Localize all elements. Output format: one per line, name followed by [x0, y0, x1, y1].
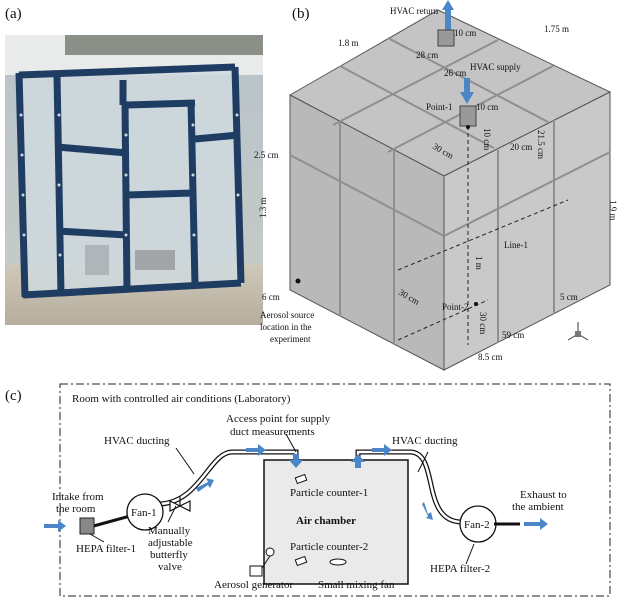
aerosol-generator-label: Aerosol generator [214, 579, 293, 591]
intake-label-2: the room [56, 503, 96, 515]
aerosol-generator-icon [249, 565, 263, 577]
dim-20: 20 cm [510, 142, 532, 152]
hvac-duct-left-label: HVAC ducting [104, 435, 170, 447]
room-label: Room with controlled air conditions (Lab… [72, 393, 291, 405]
particle-counter-1-label: Particle counter-1 [290, 487, 368, 499]
dim-1m: 1 m [474, 256, 484, 270]
chamber-3d-model: HVAC return 1.8 m 1.75 m 10 cm 28 cm 26 … [254, 0, 618, 371]
hepa-filter-1 [79, 517, 95, 535]
setup-schematic: Room with controlled air conditions (Lab… [44, 383, 611, 597]
butterfly-valve [169, 496, 191, 512]
dim-1-75: 1.75 m [544, 24, 569, 34]
flow-arrow-right-duct [422, 502, 433, 520]
panel-label-b: (b) [292, 6, 310, 22]
valve-label-4: valve [158, 561, 182, 573]
hvac-return-label: HVAC return [390, 6, 439, 16]
dim-1-3: 1.3 m [258, 197, 268, 218]
flow-arrow-return-up [351, 454, 365, 468]
flow-arrow-intake [44, 520, 66, 532]
aerosol-source-label-2: location in the [260, 322, 312, 332]
fan-2-label: Fan-2 [464, 519, 490, 531]
point-1-label: Point-1 [426, 102, 453, 112]
particle-counter-2-label: Particle counter-2 [290, 541, 368, 553]
dim-6: 6 cm [262, 292, 280, 302]
hvac-return-arrow [442, 0, 454, 30]
mixing-fan-label: Small mixing fan [318, 579, 395, 591]
dim-30-c: 30 cm [478, 312, 488, 334]
valve-label-3: butterfly [150, 549, 188, 561]
flow-arrow-top-right [372, 444, 392, 456]
dim-10-b: 10 cm [476, 102, 498, 112]
room-boundary [59, 383, 611, 597]
point-2-label: Point-2 [442, 302, 469, 312]
dim-1-9: 1.9 m [608, 200, 618, 221]
aerosol-source-label-3: experiment [270, 334, 311, 344]
access-point-label-2: duct measurements [230, 426, 315, 438]
line-1-label: Line-1 [504, 240, 528, 250]
exhaust-label-1: Exhaust to [520, 489, 567, 501]
dim-10-a: 10 cm [454, 28, 476, 38]
fan-1-label: Fan-1 [131, 507, 157, 519]
exhaust-label-2: the ambient [512, 501, 564, 513]
particle-counter-1-icon [294, 473, 308, 485]
fan-1 [126, 493, 164, 531]
aerosol-source-label-1: Aerosol source [260, 310, 314, 320]
dim-5: 5 cm [560, 292, 578, 302]
valve-label-2: adjustable [148, 537, 193, 549]
flow-arrow-top-left [246, 444, 266, 456]
access-point-label-1: Access point for supply [226, 413, 331, 425]
panel-label-a: (a) [5, 6, 22, 22]
dim-21-5: 21.5 cm [536, 130, 546, 159]
flow-arrow-left-duct [196, 478, 214, 492]
air-chamber-label: Air chamber [296, 515, 356, 527]
dim-28: 28 cm [416, 50, 438, 60]
hvac-duct-right-label: HVAC ducting [392, 435, 458, 447]
dim-59: 59 cm [502, 330, 524, 340]
hvac-supply-arrow [460, 78, 474, 104]
dim-8-5: 8.5 cm [478, 352, 503, 362]
hepa-filter-1-label: HEPA filter-1 [76, 543, 136, 555]
particle-counter-2-icon [294, 555, 308, 567]
hepa-filter-2-label: HEPA filter-2 [430, 563, 490, 575]
flow-arrow-exhaust [524, 518, 548, 530]
mixing-fan-icon [329, 558, 347, 566]
panel-label-c: (c) [5, 388, 22, 404]
intake-label-1: Intake from [52, 491, 104, 503]
dim-1-8: 1.8 m [338, 38, 359, 48]
valve-label-1: Manually [148, 525, 191, 537]
flow-arrow-supply-down [289, 454, 303, 468]
aerosol-nozzle-icon [265, 547, 275, 557]
chamber-photo [5, 35, 263, 325]
dim-26: 26 cm [444, 68, 466, 78]
dim-2-5: 2.5 cm [254, 150, 279, 160]
dim-10-c: 10 cm [482, 128, 492, 150]
hvac-supply-label: HVAC supply [470, 62, 521, 72]
